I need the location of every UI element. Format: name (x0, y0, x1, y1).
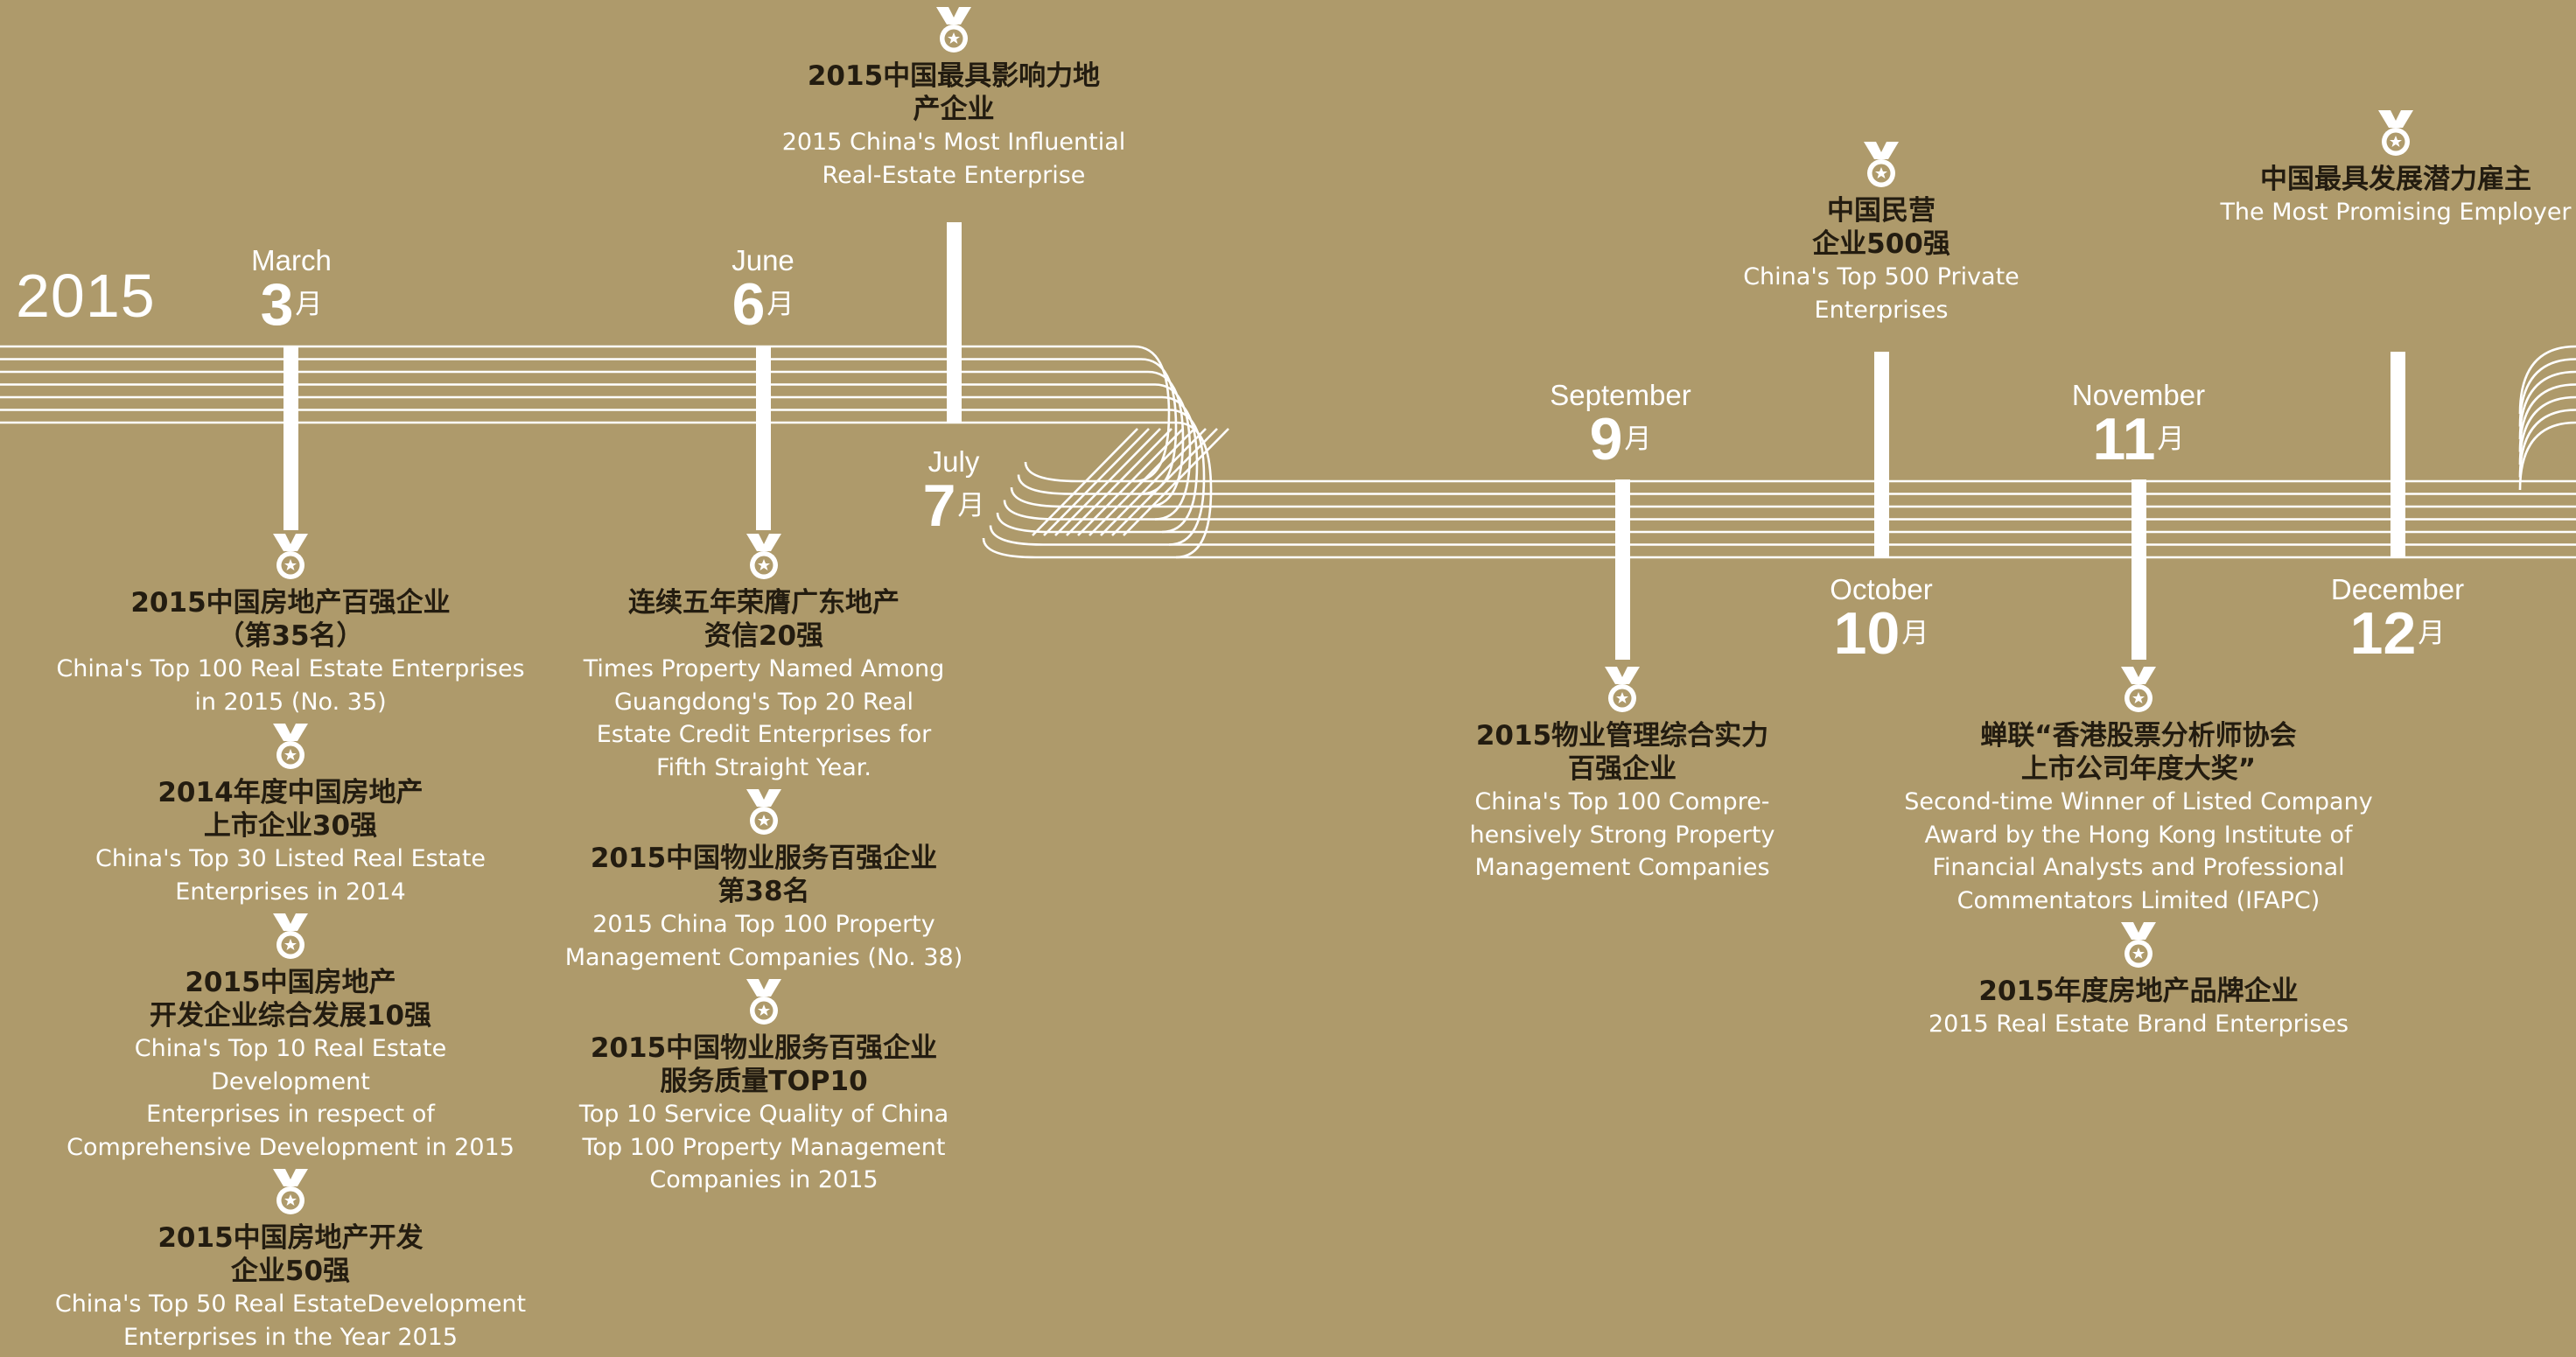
timeline-stem (2390, 352, 2405, 558)
award-title-en: China's Top 50 Real EstateDevelopment En… (54, 1291, 527, 1351)
medal-icon (2121, 667, 2156, 712)
award-title-en: 2015 Real Estate Brand Enterprises (1928, 1011, 2349, 1038)
month-number: 6 (732, 271, 766, 338)
award-entry: 2015中国最具影响力地 产企业 2015 China's Most Influ… (718, 5, 1190, 192)
award-group-march: 2015中国房地产百强企业 （第35名） China's Top 100 Rea… (54, 532, 527, 1357)
award-group-december: 中国最具发展潜力雇主 The Most Promising Employer (2160, 108, 2576, 233)
award-title-cn: 2015中国房地产百强企业 （第35名） (130, 587, 451, 652)
month-number: 11 (2092, 406, 2156, 472)
medal-icon (273, 724, 308, 769)
medal-icon (746, 789, 781, 835)
timeline-stem (947, 222, 962, 423)
award-title-en: China's Top 100 Real Estate Enterprises … (56, 655, 525, 716)
award-group-november: 蝉联“香港股票分析师协会 上市公司年度大奖” Second-time Winne… (1902, 665, 2375, 1045)
award-group-june: 连续五年荣膺广东地产 资信20强 Times Property Named Am… (528, 532, 1000, 1200)
medal-icon (2378, 110, 2413, 156)
award-title-en: China's Top 100 Compre- hensively Strong… (1469, 788, 1775, 881)
month-name: June (732, 244, 794, 276)
month-name: September (1550, 379, 1691, 411)
award-title-cn: 2015物业管理综合实力 百强企业 (1475, 720, 1769, 785)
award-title-cn: 2015中国房地产 开发企业综合发展10强 (149, 967, 432, 1032)
award-entry: 2015中国物业服务百强企业 第38名 2015 China Top 100 P… (528, 787, 1000, 974)
award-title-en: China's Top 500 Private Enterprises (1743, 263, 2020, 324)
month-char: 月 (1901, 618, 1929, 648)
award-entry: 中国民营 企业500强 China's Top 500 Private Ente… (1645, 140, 2118, 326)
year-label: 2015 (16, 262, 156, 330)
month-char: 月 (2418, 618, 2446, 648)
award-title-en: Times Property Named Among Guangdong's T… (583, 655, 945, 781)
medal-icon (936, 7, 971, 52)
award-group-september: 2015物业管理综合实力 百强企业 China's Top 100 Compre… (1386, 665, 1858, 888)
award-entry: 2015中国房地产开发 企业50强 China's Top 50 Real Es… (54, 1167, 527, 1354)
timeline-stem (284, 346, 298, 530)
month-name: July (928, 445, 980, 478)
medal-icon (1864, 142, 1899, 187)
award-title-cn: 蝉联“香港股票分析师协会 上市公司年度大奖” (1980, 720, 2297, 785)
award-entry: 2015物业管理综合实力 百强企业 China's Top 100 Compre… (1386, 665, 1858, 885)
award-entry: 2015年度房地产品牌企业 2015 Real Estate Brand Ent… (1902, 920, 2375, 1041)
month-number: 10 (1833, 600, 1900, 667)
month-number: 9 (1589, 406, 1623, 472)
award-title-cn: 连续五年荣膺广东地产 资信20强 (628, 587, 900, 652)
month-char: 月 (2157, 423, 2185, 454)
month-number: 3 (260, 271, 294, 338)
award-group-october: 中国民营 企业500强 China's Top 500 Private Ente… (1645, 140, 2118, 330)
month-number: 7 (922, 472, 956, 539)
award-title-en: Top 10 Service Quality of China Top 100 … (578, 1101, 949, 1193)
award-entry: 2014年度中国房地产 上市企业30强 China's Top 30 Liste… (54, 722, 527, 908)
medal-icon (273, 1169, 308, 1214)
month-name: March (251, 244, 332, 276)
award-title-cn: 2015中国物业服务百强企业 服务质量TOP10 (590, 1032, 938, 1097)
award-entry: 2015中国房地产百强企业 （第35名） China's Top 100 Rea… (54, 532, 527, 718)
award-title-en: The Most Promising Employer (2220, 199, 2572, 226)
award-title-cn: 2014年度中国房地产 上市企业30强 (158, 777, 424, 842)
month-char: 月 (295, 289, 323, 319)
timeline-stem (2132, 479, 2146, 660)
month-name: October (1830, 573, 1933, 605)
month-name: November (2071, 379, 2206, 411)
award-title-cn: 2015中国房地产开发 企业50强 (158, 1222, 424, 1287)
award-title-en: China's Top 30 Listed Real Estate Enterp… (94, 845, 486, 906)
timeline-stem (1874, 352, 1889, 558)
award-title-cn: 2015年度房地产品牌企业 (1978, 976, 2299, 1007)
award-title-cn: 2015中国最具影响力地 产企业 (807, 60, 1101, 125)
medal-icon (273, 534, 308, 579)
award-title-en: 2015 China's Most Influential Real-Estat… (781, 129, 1126, 189)
month-char: 月 (1624, 423, 1652, 454)
medal-icon (2121, 922, 2156, 968)
award-group-july: 2015中国最具影响力地 产企业 2015 China's Most Influ… (718, 5, 1190, 195)
award-title-en: 2015 China Top 100 Property Management C… (564, 911, 963, 971)
award-entry: 中国最具发展潜力雇主 The Most Promising Employer (2160, 108, 2576, 229)
award-title-cn: 2015中国物业服务百强企业 第38名 (590, 843, 938, 907)
medal-icon (273, 913, 308, 959)
month-char: 月 (766, 289, 794, 319)
month-number: 12 (2349, 600, 2417, 667)
award-entry: 连续五年荣膺广东地产 资信20强 Times Property Named Am… (528, 532, 1000, 784)
medal-icon (1605, 667, 1640, 712)
award-title-en: China's Top 10 Real Estate Development E… (66, 1035, 514, 1161)
award-title-cn: 中国民营 企业500强 (1812, 195, 1950, 260)
award-title-cn: 中国最具发展潜力雇主 (2260, 164, 2531, 195)
month-name: December (2330, 573, 2465, 605)
award-title-en: Second-time Winner of Listed Company Awa… (1904, 788, 2373, 914)
medal-icon (746, 979, 781, 1025)
medal-icon (746, 534, 781, 579)
award-entry: 蝉联“香港股票分析师协会 上市公司年度大奖” Second-time Winne… (1902, 665, 2375, 917)
timeline-stem (756, 346, 771, 530)
award-entry: 2015中国物业服务百强企业 服务质量TOP10 Top 10 Service … (528, 977, 1000, 1197)
month-char: 月 (957, 490, 985, 521)
award-entry: 2015中国房地产 开发企业综合发展10强 China's Top 10 Rea… (54, 912, 527, 1164)
timeline-stem (1615, 479, 1630, 660)
